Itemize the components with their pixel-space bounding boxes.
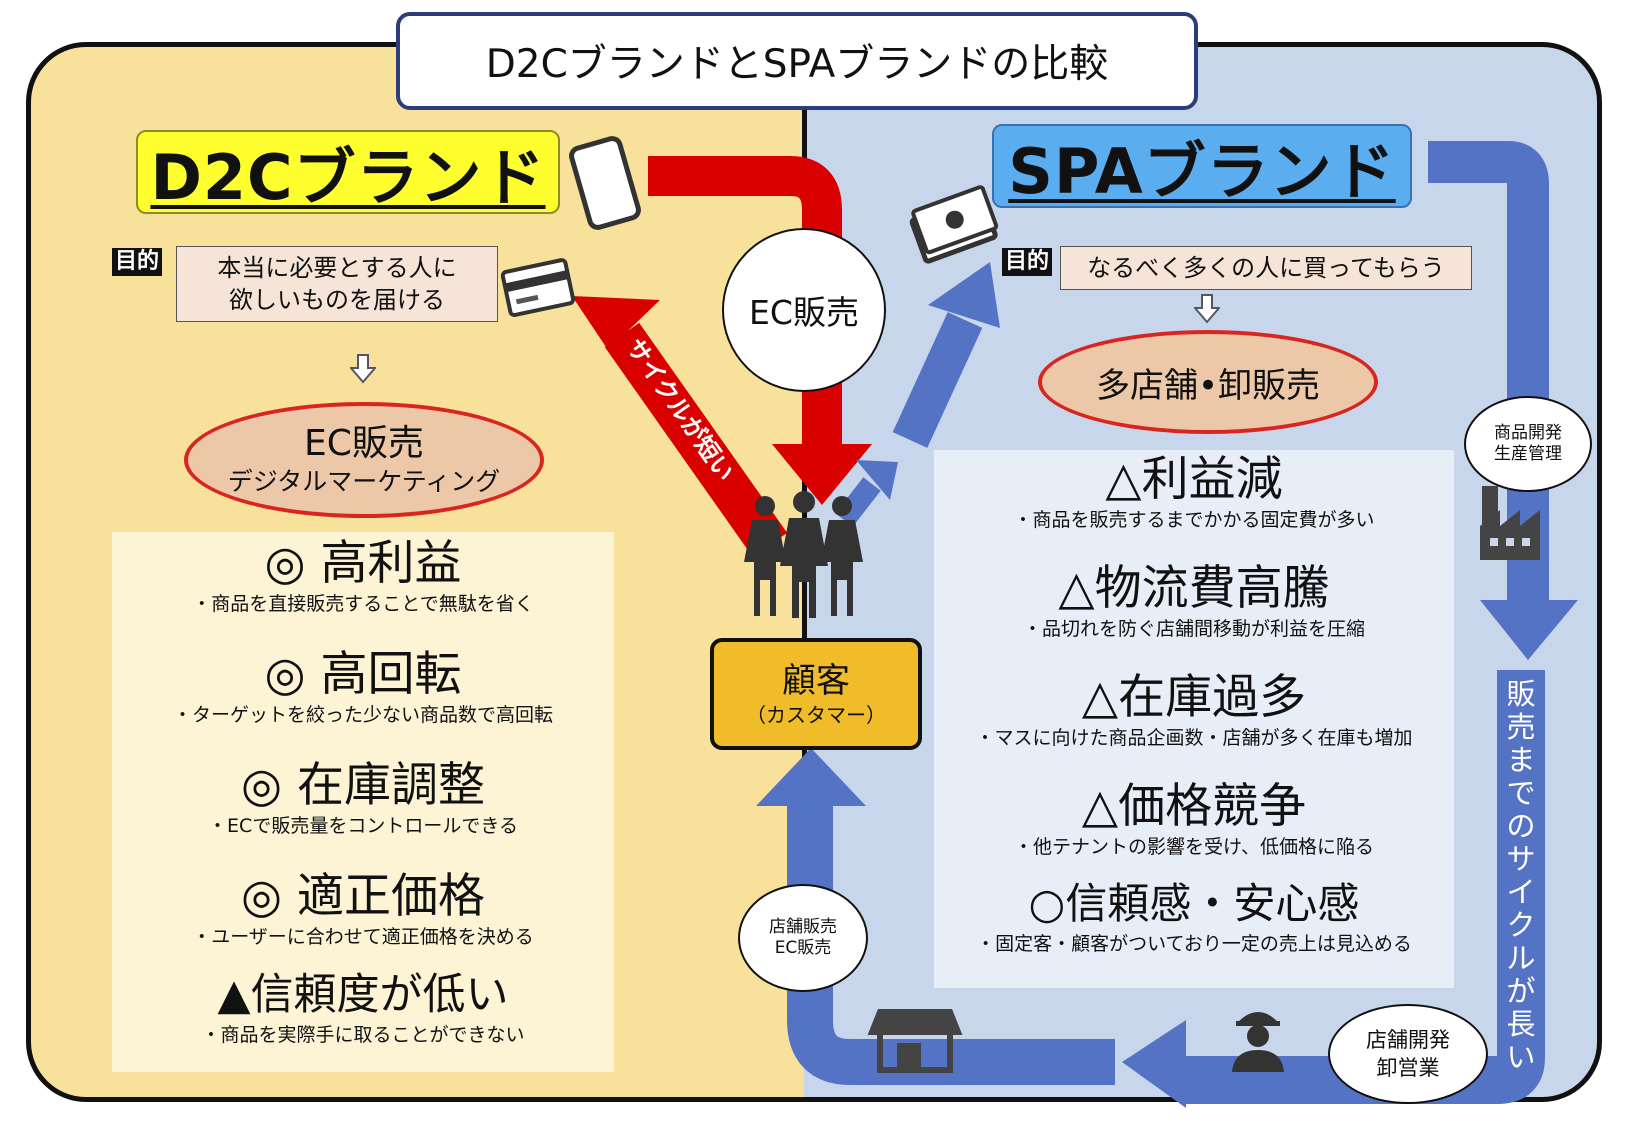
credit-card-icon [500,258,576,318]
blue-up-arrow [892,312,983,448]
long-cycle-label: 販売までのサイクルが長い [1506,677,1536,1074]
factory-icon [1480,486,1540,560]
page-title: D2CブランドとSPAブランドの比較 [396,12,1198,110]
worker-icon [1232,1012,1284,1072]
ec-sales-circle: EC販売 [722,228,886,392]
cash-icon [909,185,999,264]
store-icon [867,1009,963,1073]
list-item: △利益減 ・商品を販売するまでかかる固定費が多い [1013,452,1375,531]
store-sales-circle: 店舗販売 EC販売 [738,884,868,992]
spa-demerit-list: △利益減 ・商品を販売するまでかかる固定費が多い △物流費高騰 ・品切れを防ぐ店… [934,450,1454,988]
list-item: ◎ 適正価格 ・ユーザーに合わせて適正価格を決める [192,869,534,948]
customer-box: 顧客 （カスタマー） [710,638,922,750]
list-item: ▲信頼度が低い ・商品を実際手に取ることができない [201,970,525,1046]
d2c-down-arrow-icon [350,354,376,384]
short-cycle-arrow [604,322,788,558]
list-item: ◎ 高回転 ・ターゲットを絞った少ない商品数で高回転 [172,647,553,726]
blue-small-arrow [835,477,881,527]
spa-cycle-arrowhead-left [1122,1020,1186,1108]
spa-down-arrow-icon [1194,294,1220,324]
d2c-purpose: 本当に必要とする人に 欲しいものを届ける [176,246,498,322]
spa-purpose-label: 目的 [1002,248,1053,276]
spa-purpose: なるべく多くの人に買ってもらう [1060,246,1472,290]
product-dev-circle: 商品開発 生産管理 [1464,396,1592,492]
people-icon [744,491,863,618]
spa-cycle-arrow-bottom [1180,670,1545,1104]
d2c-brand-label: D2Cブランド [136,130,560,214]
list-item: △在庫過多 ・マスに向けた商品企画数・店舗が多く在庫も増加 [975,670,1413,749]
list-item: ○信頼感・安心感 ・固定客・顧客がついており一定の売上は見込める [976,879,1412,955]
spa-brand-label: SPAブランド [992,124,1412,208]
store-return-arrowhead [756,748,866,806]
d2c-ec-oval: EC販売 デジタルマーケティング [184,402,544,518]
list-item: ◎ 高利益 ・商品を直接販売することで無駄を省く [192,536,534,615]
store-dev-circle: 店舗開発 卸営業 [1328,1004,1488,1104]
spa-multistore-oval: 多店舗•卸販売 [1038,330,1378,434]
short-cycle-arrowhead [572,296,660,350]
list-item: △物流費高騰 ・品切れを防ぐ店舗間移動が利益を圧縮 [1022,561,1365,640]
ec-flow-arrowhead [772,444,872,505]
d2c-merit-list: ◎ 高利益 ・商品を直接販売することで無駄を省く ◎ 高回転 ・ターゲットを絞っ… [112,532,614,1072]
ec-flow-arrow [648,156,842,448]
d2c-purpose-label: 目的 [112,248,163,276]
list-item: ◎ 在庫調整 ・ECで販売量をコントロールできる [208,758,518,837]
blue-up-arrowhead [928,262,1000,328]
spa-cycle-arrow [1428,141,1549,602]
list-item: △価格競争 ・他テナントの影響を受け、低価格に陥る [1013,779,1375,858]
store-return-arrow [787,800,1115,1085]
spa-cycle-arrowhead-down [1480,600,1578,660]
blue-small-arrowhead [856,460,898,500]
smartphone-icon [569,136,641,230]
